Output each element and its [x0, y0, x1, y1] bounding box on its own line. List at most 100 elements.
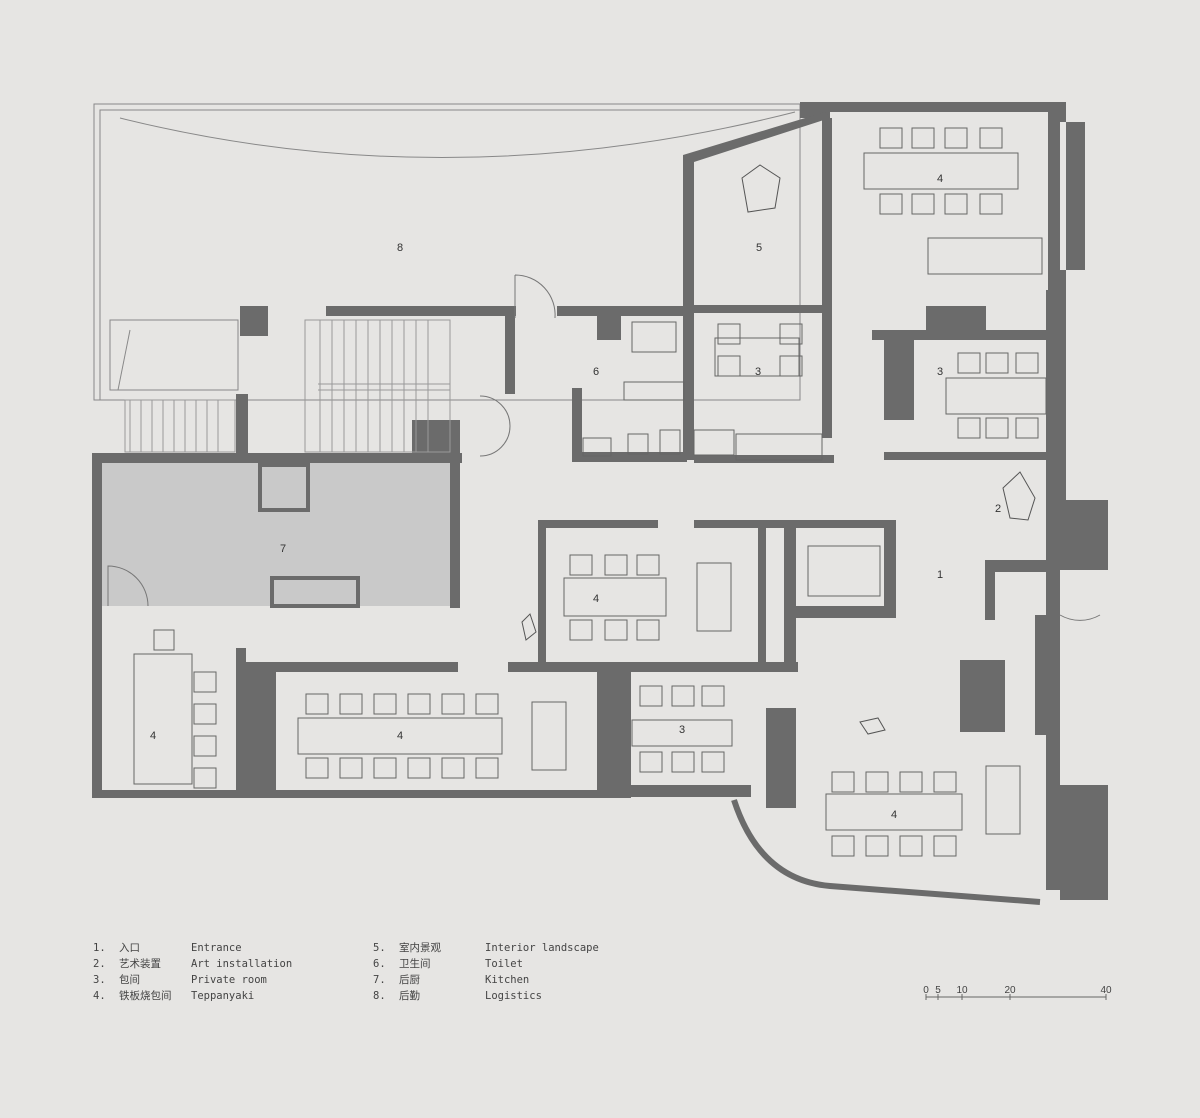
chair [193, 703, 217, 725]
chair [831, 771, 855, 793]
chair [193, 671, 217, 693]
tables [133, 127, 1047, 857]
fixture [582, 437, 612, 457]
chair [153, 629, 175, 651]
chair [944, 127, 968, 149]
stairs [124, 319, 451, 453]
room-label-art: 2 [995, 503, 1001, 515]
chair [701, 685, 725, 707]
fixture [623, 381, 685, 401]
kitchen-area [102, 463, 450, 606]
chair [1015, 417, 1039, 439]
kitchen-counter [270, 576, 360, 608]
chair [475, 757, 499, 779]
chair [339, 693, 363, 715]
counter [693, 429, 735, 456]
room-label-private-1: 3 [755, 366, 761, 378]
chair [441, 693, 465, 715]
chair [911, 127, 935, 149]
kitchen-shaft [258, 463, 310, 512]
chair [879, 127, 903, 149]
room-label-toilet: 6 [593, 366, 599, 378]
chair [933, 835, 957, 857]
chair [865, 771, 889, 793]
chair [636, 619, 660, 641]
chair [193, 767, 217, 789]
chair [441, 757, 465, 779]
chair [569, 554, 593, 576]
room-label-teppanyaki-1: 4 [937, 173, 943, 185]
chair [957, 352, 981, 374]
fixture [659, 429, 681, 455]
counter [531, 701, 567, 771]
counter [807, 545, 881, 597]
fixture [631, 321, 677, 353]
chair [899, 835, 923, 857]
chair [944, 193, 968, 215]
chair [636, 554, 660, 576]
room-label-teppanyaki-4: 4 [397, 730, 403, 742]
counter [696, 562, 732, 632]
table [825, 793, 963, 831]
chair [779, 355, 803, 377]
chair [407, 693, 431, 715]
room-label-teppanyaki-5: 4 [891, 809, 897, 821]
table [297, 717, 503, 755]
chair [979, 127, 1003, 149]
room-label-entrance: 1 [937, 569, 943, 581]
table [945, 377, 1047, 415]
logistics-terrace [93, 103, 801, 401]
chair [604, 619, 628, 641]
room-label-private-2: 3 [937, 366, 943, 378]
chair [779, 323, 803, 345]
room-label-logistics: 8 [397, 242, 403, 254]
doors [107, 274, 1101, 621]
room-label-kitchen: 7 [280, 543, 286, 555]
chair [879, 193, 903, 215]
chair [569, 619, 593, 641]
room-label-teppanyaki-3: 4 [150, 730, 156, 742]
room-label-private-3: 3 [679, 724, 685, 736]
fixture [627, 433, 649, 455]
chair [407, 757, 431, 779]
room-label-teppanyaki-2: 4 [593, 593, 599, 605]
chair [985, 417, 1009, 439]
table [714, 337, 800, 377]
chair [339, 757, 363, 779]
chair [979, 193, 1003, 215]
counter [133, 653, 193, 785]
chair [701, 751, 725, 773]
chair [911, 193, 935, 215]
chair [604, 554, 628, 576]
scale-line [925, 994, 1107, 1000]
chair [193, 735, 217, 757]
curved-facade [731, 799, 1041, 905]
chair [373, 757, 397, 779]
chair [671, 751, 695, 773]
chair [671, 685, 695, 707]
chair [985, 352, 1009, 374]
table [631, 719, 733, 747]
walls [92, 102, 1108, 900]
chair [899, 771, 923, 793]
rock-sculptures [521, 164, 1036, 735]
table [863, 152, 1019, 190]
chair [639, 751, 663, 773]
chair [1015, 352, 1039, 374]
counter [985, 765, 1021, 835]
chair [475, 693, 499, 715]
chair [933, 771, 957, 793]
chair [957, 417, 981, 439]
chair [305, 693, 329, 715]
